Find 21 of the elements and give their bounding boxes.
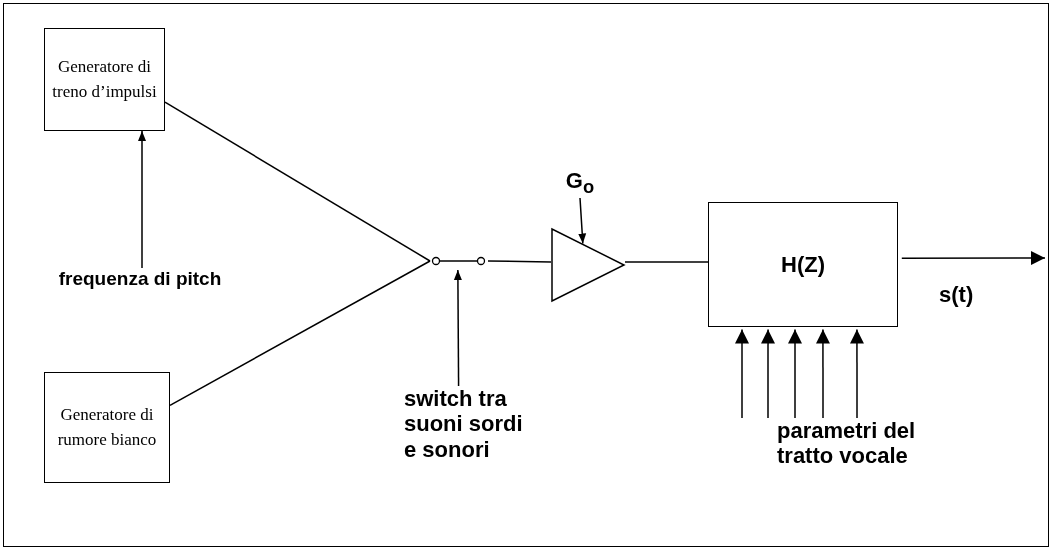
arrow [761,328,776,419]
amplifier-triangle [551,228,625,302]
arrow [849,328,864,419]
connector-line [169,260,431,407]
arrow [901,251,1046,265]
parameters-label: parametri del tratto vocale [735,418,935,470]
connector-line [487,260,552,263]
arrow [578,197,587,245]
generator-box: Generatore di treno d’impulsi [44,28,165,131]
arrow [735,328,749,419]
arrow [788,328,802,419]
input-label: frequenza di pitch [40,268,240,296]
arrow [453,269,462,387]
gain-label: G$_{o}$ [562,168,598,198]
arrow [815,328,830,419]
connector-line [624,261,709,263]
arrow [138,130,146,269]
generator-box: Generatore di rumore bianco [44,372,170,483]
switch-label: switch tra suoni sordi e sonori [404,386,534,461]
filter-box: H(Z) [708,202,898,327]
connector-line [164,101,431,262]
